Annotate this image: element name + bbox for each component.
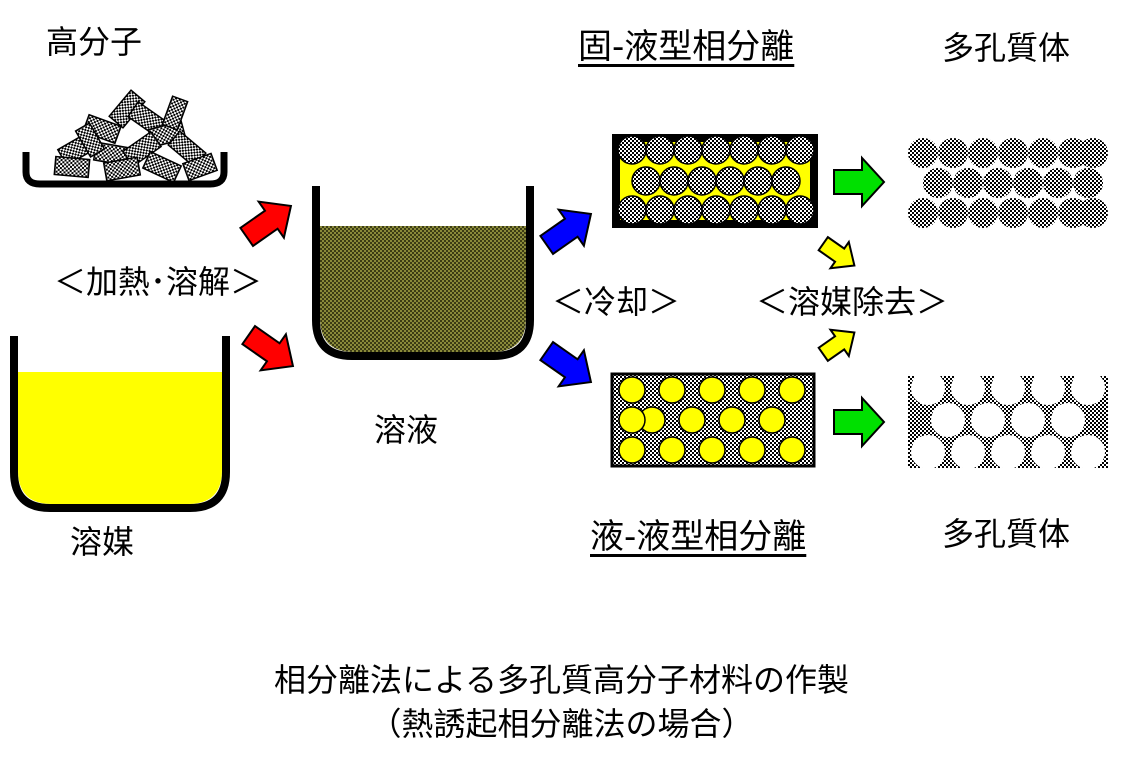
polymer-particle (687, 166, 717, 196)
heat-dissolve-label: ＜加熱･溶解＞ (54, 263, 263, 301)
pore (1051, 403, 1085, 437)
polymer-particle (757, 135, 787, 165)
pore (951, 435, 985, 469)
liquid-liquid-phase-separation-title: 液-液型相分離 (590, 517, 807, 557)
caption-line-1: 相分離法による多孔質高分子材料の作製 (273, 661, 850, 699)
yellow-arrow-lower (817, 328, 856, 363)
polymer-particle (785, 135, 815, 165)
solvent-droplet (678, 406, 706, 434)
yellow-arrow-upper (817, 235, 856, 270)
porous-holes (911, 371, 1105, 469)
solvent-droplet (658, 376, 686, 404)
pore (911, 371, 945, 405)
porous-body-label-bottom: 多孔質体 (942, 515, 1071, 553)
porous-particle (1078, 138, 1108, 168)
porous-body-label-top: 多孔質体 (942, 29, 1071, 67)
polymer-particle (673, 135, 703, 165)
porous-particle (1028, 138, 1058, 168)
polymer-particle (701, 135, 731, 165)
solvent-droplet (718, 406, 746, 434)
solvent-removal-label: ＜溶媒除去＞ (756, 283, 949, 321)
solvent-label: 溶媒 (70, 523, 135, 561)
polymer-particle (673, 195, 703, 225)
polymer-particle (757, 195, 787, 225)
porous-particle (923, 168, 953, 198)
red-arrow-lower (240, 324, 295, 372)
pore (971, 403, 1005, 437)
solvent-droplet (738, 436, 766, 464)
dish-outline (22, 152, 228, 188)
polymer-particle (743, 166, 773, 196)
liquid-liquid-box (610, 372, 816, 468)
green-arrow-lower (833, 395, 886, 449)
solvent-droplet (698, 436, 726, 464)
porous-particle (1043, 168, 1073, 198)
solid-liquid-particles (617, 135, 815, 225)
polymer-label: 高分子 (46, 23, 143, 61)
porous-particle (968, 138, 998, 168)
porous-body-bottom (908, 371, 1108, 469)
green-arrow-upper (833, 155, 886, 209)
pore (1011, 403, 1045, 437)
polymer-fragments (53, 89, 219, 184)
porous-particle (998, 198, 1028, 228)
pore (1071, 371, 1105, 405)
solvent-beaker (10, 336, 230, 512)
pore (951, 371, 985, 405)
polymer-particle (617, 195, 647, 225)
porous-particle (968, 198, 998, 228)
porous-body-top (908, 138, 1108, 228)
polymer-particle (645, 135, 675, 165)
red-arrow-upper (238, 200, 293, 248)
polymer-particle (785, 195, 815, 225)
porous-particle (1028, 198, 1058, 228)
blue-arrow-lower (538, 340, 593, 388)
caption-line-2: （熱誘起相分離法の場合） (369, 705, 754, 743)
pore (911, 435, 945, 469)
porous-particle (908, 198, 938, 228)
porous-particle (1078, 198, 1108, 228)
porous-particle (1073, 168, 1103, 198)
solid-liquid-phase-separation-title: 固-液型相分離 (578, 27, 795, 67)
solvent-droplet (658, 436, 686, 464)
porous-particle (938, 138, 968, 168)
solvent-droplet (778, 436, 806, 464)
solvent-droplet (758, 406, 786, 434)
porous-particle (983, 168, 1013, 198)
polymer-particle (729, 135, 759, 165)
cooling-label: ＜冷却＞ (552, 283, 681, 321)
solvent-droplet (618, 376, 646, 404)
porous-particle (953, 168, 983, 198)
blue-arrow-upper (538, 208, 593, 256)
solvent-droplet (618, 406, 646, 434)
polymer-dish (22, 89, 228, 188)
polymer-particle (617, 135, 647, 165)
polymer-particle (715, 166, 745, 196)
polymer-particle (645, 195, 675, 225)
solution-beaker (312, 186, 534, 360)
pore (991, 371, 1025, 405)
liquid-droplets (618, 376, 806, 464)
solvent-droplet (738, 376, 766, 404)
pore (931, 403, 965, 437)
porous-particle (908, 138, 938, 168)
solvent-droplet (698, 376, 726, 404)
polymer-particle (771, 166, 801, 196)
solution-label: 溶液 (374, 411, 439, 449)
polymer-particle (659, 166, 689, 196)
pore (1031, 371, 1065, 405)
pore (991, 435, 1025, 469)
porous-particle (1013, 168, 1043, 198)
polymer-particle (631, 166, 661, 196)
pore (1071, 435, 1105, 469)
solvent-droplet (618, 436, 646, 464)
polymer-particle (701, 195, 731, 225)
solvent-droplet (778, 376, 806, 404)
pore (1031, 435, 1065, 469)
porous-particle (938, 198, 968, 228)
porous-particle (998, 138, 1028, 168)
polymer-particle (729, 195, 759, 225)
solid-liquid-box (612, 134, 818, 228)
